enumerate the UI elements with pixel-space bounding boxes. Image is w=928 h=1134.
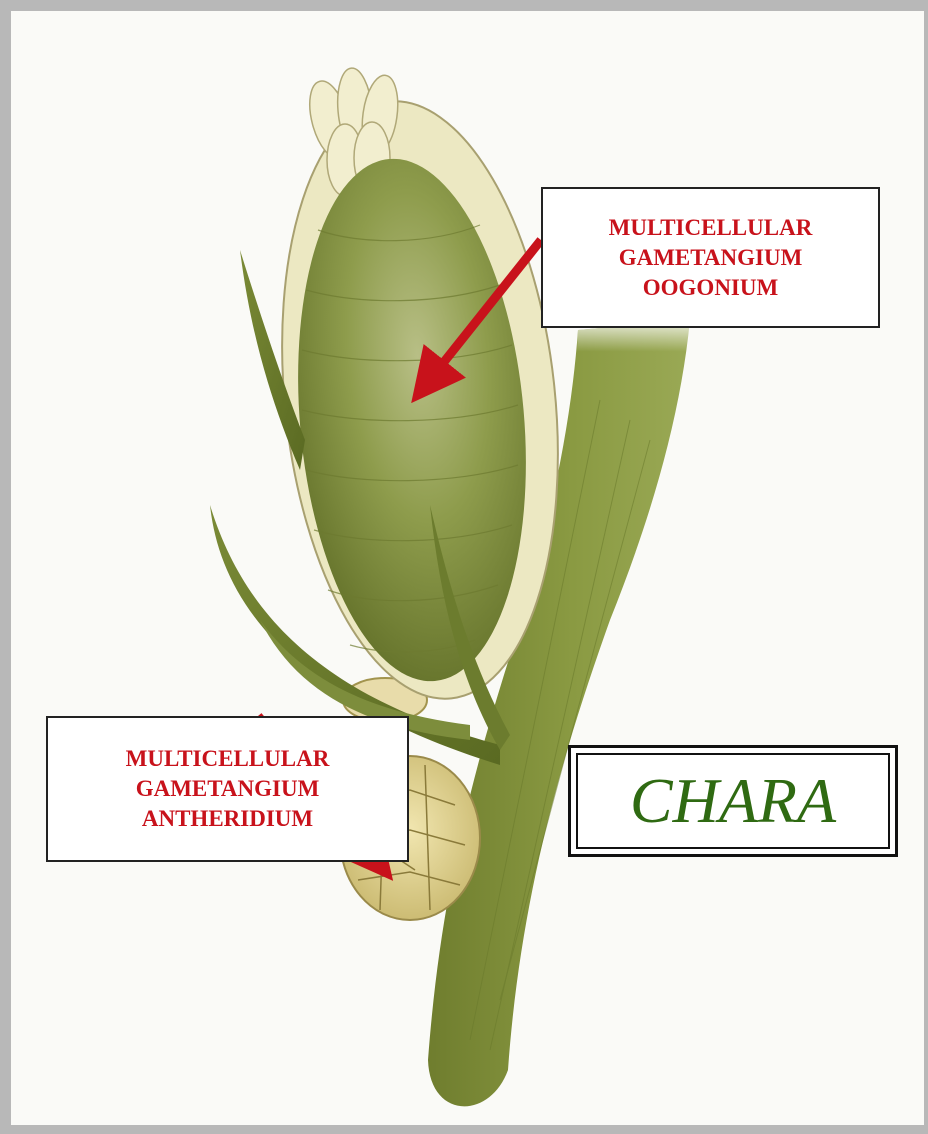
oogonium-label: MULTICELLULAR GAMETANGIUM OOGONIUM (541, 187, 880, 328)
title-box-inner: CHARA (576, 753, 890, 849)
oogonium-label-line-3: OOGONIUM (643, 273, 778, 303)
antheridium-label-line-3: ANTHERIDIUM (142, 804, 313, 834)
antheridium-label-line-2: GAMETANGIUM (136, 774, 320, 804)
oogonium-label-line-1: MULTICELLULAR (609, 213, 813, 243)
antheridium-label: MULTICELLULAR GAMETANGIUM ANTHERIDIUM (46, 716, 409, 862)
diagram-title: CHARA (630, 764, 836, 838)
title-box: CHARA (568, 745, 898, 857)
antheridium-label-line-1: MULTICELLULAR (126, 744, 330, 774)
oogonium-label-line-2: GAMETANGIUM (619, 243, 803, 273)
